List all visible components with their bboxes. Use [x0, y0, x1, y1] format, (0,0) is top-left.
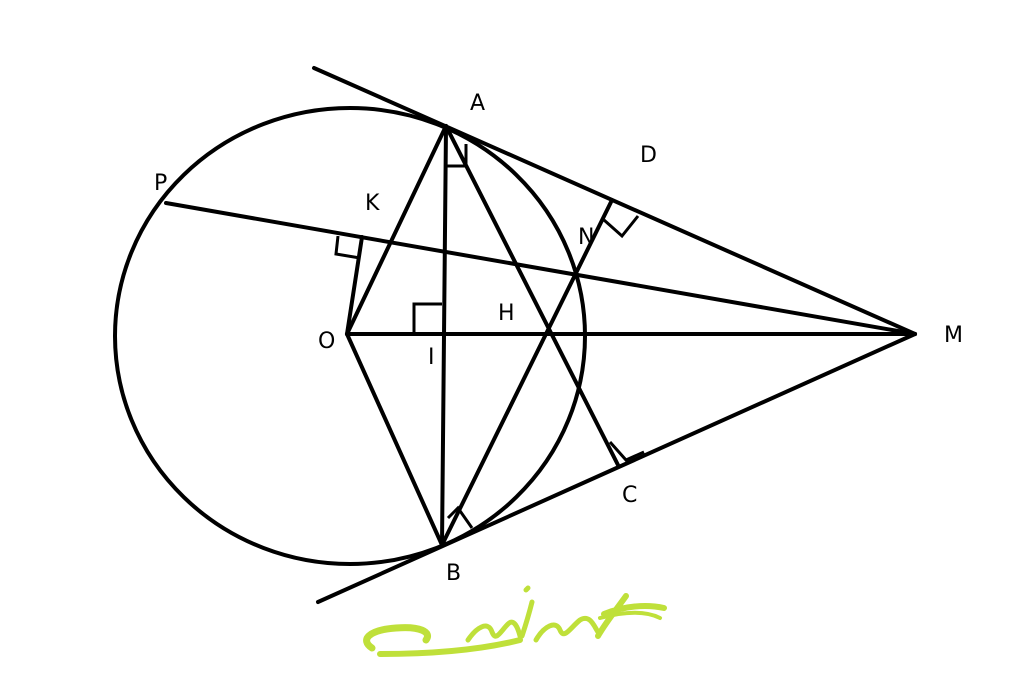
segment-ob: [345, 332, 444, 547]
label-d: D: [640, 143, 657, 168]
secant-pm: [164, 201, 917, 336]
label-p: P: [154, 171, 167, 196]
right-angle-mark-c: [608, 441, 645, 462]
chord-ab: [440, 124, 448, 547]
label-o: O: [318, 329, 335, 354]
label-k: K: [365, 191, 380, 216]
label-i: I: [428, 345, 435, 370]
label-n: N: [578, 225, 594, 250]
watermark-signature: [363, 585, 667, 657]
label-a: A: [470, 91, 485, 116]
right-angle-mark-i: [412, 302, 442, 334]
label-b: B: [446, 561, 461, 586]
right-angle-mark-d: [603, 215, 640, 239]
right-angle-mark-b: [446, 505, 474, 529]
segment-ok: [345, 235, 364, 336]
tangent-line-ma: [312, 66, 917, 336]
segment-oa: [345, 124, 448, 336]
segment-ac: [444, 124, 620, 467]
segment-bd: [440, 198, 614, 547]
tangent-line-mb: [316, 332, 917, 604]
label-m: M: [944, 323, 963, 348]
right-angle-mark-a: [446, 144, 468, 168]
right-angle-mark-k: [334, 235, 361, 260]
label-h: H: [498, 301, 515, 326]
label-c: C: [622, 483, 637, 508]
